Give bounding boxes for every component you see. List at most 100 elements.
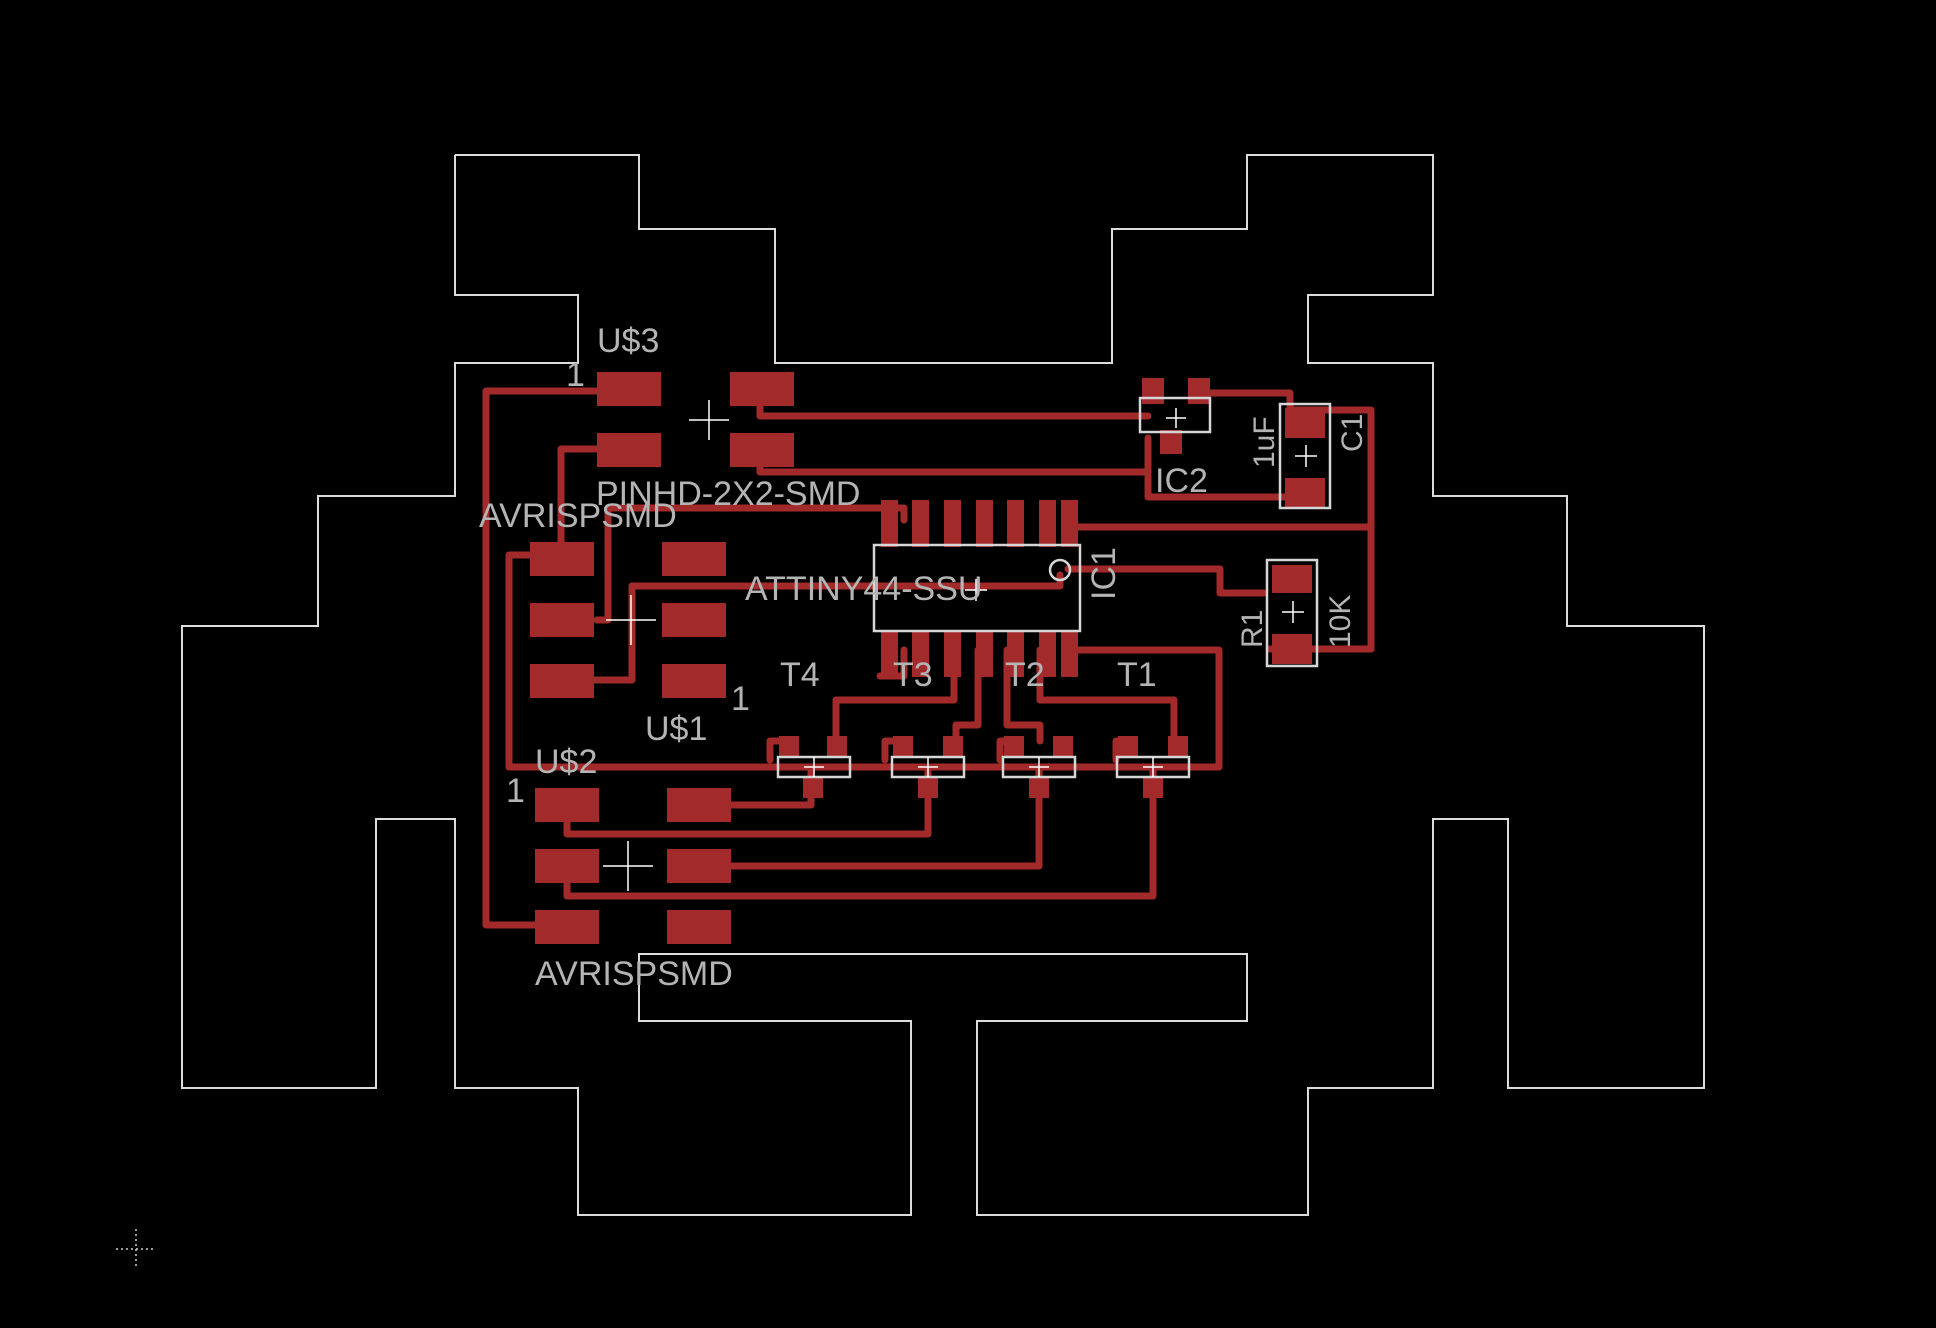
u1-pad-6 — [662, 664, 726, 698]
trace-t2-drain — [694, 766, 1043, 870]
u3-value-label: PINHD-2X2-SMD — [596, 475, 860, 513]
r1-value-label: 10K — [1324, 595, 1357, 648]
dotted-crosshair-icon — [116, 1229, 156, 1269]
t1-origin-crosshair — [1143, 757, 1163, 777]
r1-origin-crosshair — [1282, 601, 1304, 623]
t4-pad-1 — [779, 736, 799, 758]
r1-package — [1265, 558, 1319, 668]
ic1-name-label: IC1 — [1085, 547, 1123, 600]
crosshair-icon — [603, 400, 1317, 891]
ic1-pin-11 — [976, 500, 993, 547]
u1-value-label: AVRISPSMD — [479, 497, 677, 535]
c1-value-label: 1uF — [1248, 416, 1281, 468]
u2-pad-4 — [667, 849, 731, 883]
board-outline-path — [181, 154, 1705, 1216]
t2-label: T2 — [1005, 656, 1045, 694]
ic1-pin-2 — [912, 630, 929, 677]
u2-pad-5 — [535, 910, 599, 944]
u1-pad-4 — [662, 603, 726, 637]
ic2-pad-1 — [1142, 378, 1164, 404]
t1-label: T1 — [1117, 656, 1157, 694]
t4-pad-3 — [803, 776, 823, 798]
ic2-pad-3 — [1160, 430, 1182, 454]
ic1-pin-13 — [912, 500, 929, 547]
t3-pad-1 — [893, 736, 913, 758]
ic1-pin1-marker — [1048, 558, 1072, 582]
c1-pad-1 — [1285, 408, 1325, 438]
trace-t3-to-ic1 — [952, 646, 982, 745]
silkscreen-labels: U$3 1 PINHD-2X2-SMD AVRISPSMD U$1 1 U$2 … — [479, 322, 1369, 993]
t3-origin-crosshair — [918, 757, 938, 777]
t4-label: T4 — [780, 656, 820, 694]
trace-t2-to-ic1 — [1003, 646, 1044, 745]
u2-pin1-label: 1 — [506, 772, 525, 810]
c1-name-label: C1 — [1336, 414, 1369, 452]
r1-pad-1 — [1272, 565, 1312, 593]
copper-pads — [530, 372, 1325, 944]
ic1-value-label: ATTINY44-SSU — [745, 570, 982, 608]
ic2-pad-2 — [1188, 378, 1210, 404]
u3-pad-2 — [730, 372, 794, 406]
ic1-pin-1 — [881, 630, 898, 677]
c1-package — [1278, 402, 1332, 510]
u1-pad-3 — [530, 603, 594, 637]
trace-avr-mosi — [593, 504, 908, 624]
u1-pad-5 — [530, 664, 594, 698]
u3-pin1-label: 1 — [566, 356, 585, 394]
u2-pad-3 — [535, 849, 599, 883]
u1-pad-2 — [662, 542, 726, 576]
u2-pad-1 — [535, 788, 599, 822]
ic1-origin-crosshair — [965, 579, 987, 601]
u2-pad-2 — [667, 788, 731, 822]
c1-pad-2 — [1285, 478, 1325, 508]
u1-pad-1 — [530, 542, 594, 576]
u1-origin-crosshair — [606, 595, 656, 645]
ic1-pin-10 — [1007, 500, 1024, 547]
t3-pad-3 — [918, 776, 938, 798]
ic2-origin-crosshair — [1166, 408, 1186, 428]
t3-pad-2 — [943, 736, 963, 758]
trace-avr-sck — [586, 571, 1064, 684]
t2-origin-crosshair — [1029, 757, 1049, 777]
t2-pad-1 — [1004, 736, 1024, 758]
u3-origin-crosshair — [689, 400, 729, 440]
r1-name-label: R1 — [1236, 610, 1269, 648]
t2-pad-2 — [1053, 736, 1073, 758]
ic1-pin-14 — [881, 500, 898, 547]
t4-origin-crosshair — [804, 757, 824, 777]
ic2-package — [1138, 396, 1212, 434]
u3-pad-1 — [597, 372, 661, 406]
t2-pad-3 — [1029, 776, 1049, 798]
trace-ic1-to-r1 — [1064, 565, 1268, 597]
ic1-pin-5 — [1007, 630, 1024, 677]
t4-pad-2 — [827, 736, 847, 758]
t1-pad-3 — [1143, 776, 1163, 798]
t3-label: T3 — [893, 656, 933, 694]
ic1-pin-6 — [1039, 630, 1056, 677]
u1-pin1-label: 1 — [731, 680, 750, 718]
t1-pad-1 — [1118, 736, 1138, 758]
trace-gnd-left-bus — [482, 387, 636, 929]
ic1-pin-3 — [944, 630, 961, 677]
ic1-pin-9 — [1039, 500, 1056, 547]
ic1-pin-4 — [976, 630, 993, 677]
ic2-name-label: IC2 — [1155, 462, 1208, 500]
c1-origin-crosshair — [1295, 445, 1317, 467]
u3-name-label: U$3 — [597, 322, 659, 360]
u2-origin-crosshair — [603, 841, 653, 891]
trace-left-vertical — [505, 551, 1223, 771]
ic1-pin-8 — [1061, 500, 1078, 547]
board-outline — [181, 154, 1705, 1216]
r1-pad-2 — [1272, 634, 1312, 664]
u2-value-label: AVRISPSMD — [535, 955, 733, 993]
t1-pad-2 — [1168, 736, 1188, 758]
u3-pad-3 — [597, 433, 661, 467]
ic1-package — [872, 543, 1082, 633]
ic1-pin-12 — [944, 500, 961, 547]
u3-pad-4 — [730, 433, 794, 467]
ic1-pin-7 — [1061, 630, 1078, 677]
u2-name-label: U$2 — [535, 743, 597, 781]
u2-pad-6 — [667, 910, 731, 944]
